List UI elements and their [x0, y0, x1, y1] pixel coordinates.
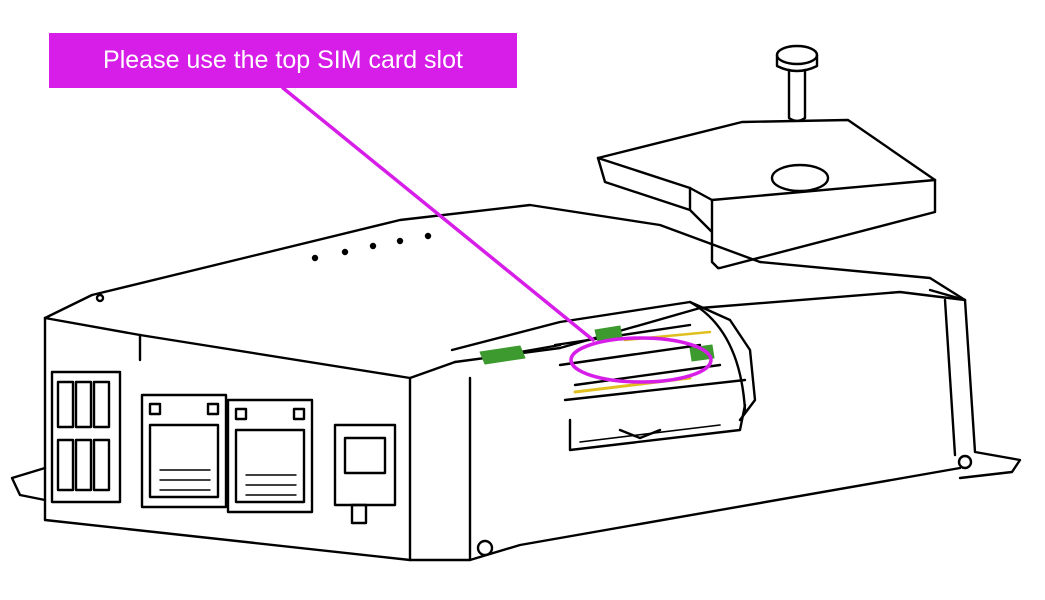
callout-box [49, 33, 517, 88]
sim-slot-highlight-ellipse [569, 336, 713, 384]
terminal-block-connector [50, 370, 122, 504]
power-connector [333, 423, 397, 525]
sim-card-tray [450, 300, 757, 452]
router-housing [10, 203, 1022, 562]
mounting-bracket [596, 44, 937, 270]
bracket-screw [775, 44, 819, 123]
callout-label: Please use the top SIM card slot [103, 46, 463, 74]
callout-leader [281, 86, 713, 384]
ethernet-port-2 [226, 398, 314, 514]
ethernet-port-1 [140, 393, 228, 509]
